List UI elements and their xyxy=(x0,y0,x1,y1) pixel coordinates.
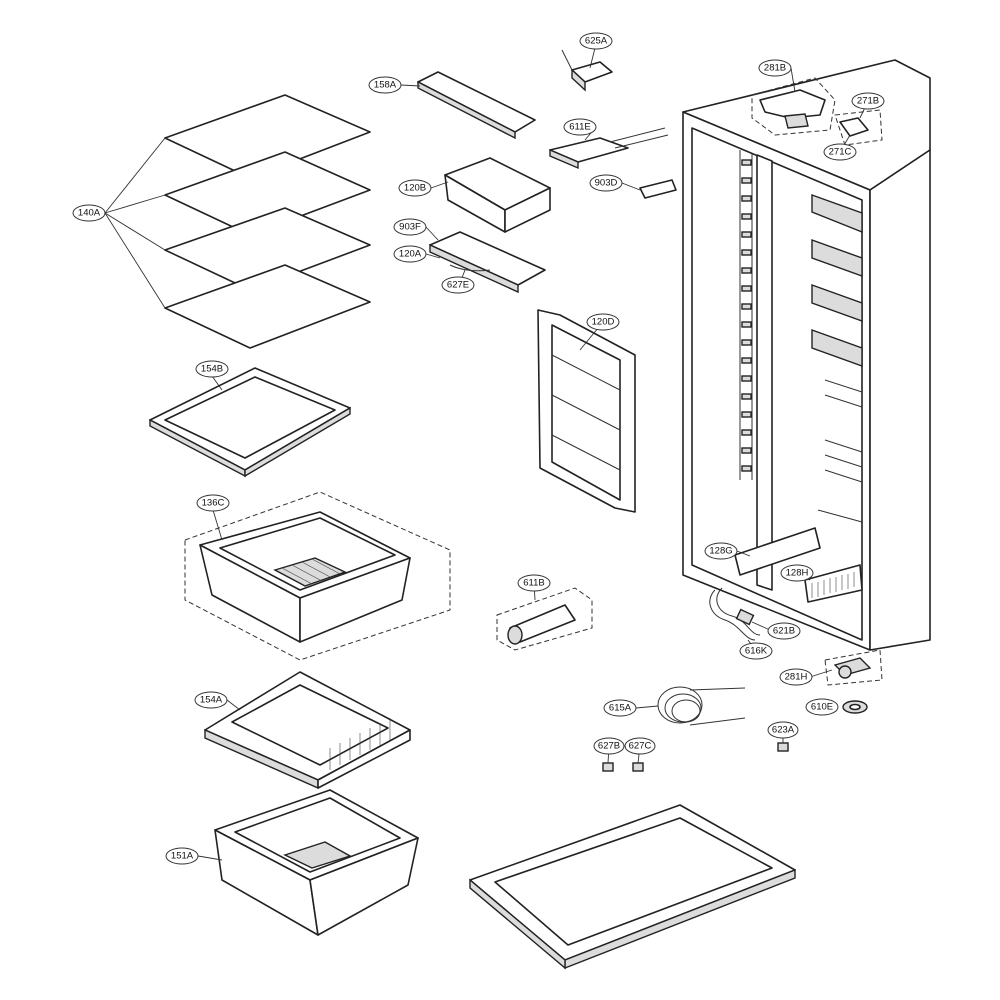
callout-154A-text: 154A xyxy=(200,695,223,706)
part-610E xyxy=(842,700,868,714)
callout-140A-text: 140A xyxy=(78,208,101,219)
callout-120D-text: 120D xyxy=(592,317,615,328)
part-120D xyxy=(537,309,636,513)
callout-154B: 154B xyxy=(195,360,229,378)
callout-136C-text: 136C xyxy=(202,498,225,509)
vegetable-drawer-151A xyxy=(214,789,419,936)
part-625A xyxy=(561,49,613,92)
callout-627E-text: 627E xyxy=(447,280,469,291)
callout-610E: 610E xyxy=(805,698,839,716)
part-611B xyxy=(496,587,593,651)
part-903D xyxy=(639,179,677,199)
callout-271B: 271B xyxy=(851,92,885,110)
callout-610E-text: 610E xyxy=(811,702,833,713)
callout-627C-text: 627C xyxy=(629,741,652,752)
callout-151A: 151A xyxy=(165,847,199,865)
callout-151A-text: 151A xyxy=(171,851,194,862)
drawer-cover-154A xyxy=(204,671,411,790)
refrigerator-cabinet xyxy=(682,59,931,686)
large-tray xyxy=(469,804,796,970)
part-611E xyxy=(549,127,669,170)
callout-611E-text: 611E xyxy=(569,122,590,133)
callout-627B-text: 627B xyxy=(598,741,620,752)
callout-616K-text: 616K xyxy=(745,646,768,657)
callout-158A: 158A xyxy=(368,76,402,94)
part-281B-body xyxy=(759,89,826,119)
callout-140A: 140A xyxy=(72,204,106,222)
callout-281B-text: 281B xyxy=(764,63,786,74)
callout-281H-text: 281H xyxy=(785,672,808,683)
crisper-drawer-136C xyxy=(184,491,451,661)
callout-623A-text: 623A xyxy=(772,725,795,736)
callout-120D: 120D xyxy=(586,313,620,331)
callout-154A: 154A xyxy=(194,691,228,709)
part-615A xyxy=(657,686,746,726)
callout-615A: 615A xyxy=(603,699,637,717)
callout-611E: 611E xyxy=(563,118,597,136)
part-271B-body xyxy=(839,117,869,137)
callout-903D-text: 903D xyxy=(595,178,618,189)
shelf-frame-154B xyxy=(149,367,351,478)
callout-281H: 281H xyxy=(779,668,813,686)
callout-154B-text: 154B xyxy=(201,364,223,375)
callout-271B-text: 271B xyxy=(857,96,879,107)
callout-623A: 623A xyxy=(767,721,799,739)
callout-271C-text: 271C xyxy=(829,147,852,158)
callout-621B-text: 621B xyxy=(773,626,795,637)
callout-136C: 136C xyxy=(196,494,230,512)
callout-120B-text: 120B xyxy=(404,183,426,194)
callout-611B: 611B xyxy=(517,574,551,592)
clip-627B xyxy=(602,762,614,772)
callout-616K: 616K xyxy=(739,642,773,660)
callout-120A-text: 120A xyxy=(399,249,422,260)
clip-627C xyxy=(632,762,644,772)
glass-shelves-140A xyxy=(104,94,371,349)
callout-120A: 120A xyxy=(393,245,427,263)
freezer-rail-slots xyxy=(741,159,752,472)
callout-903D: 903D xyxy=(589,174,623,192)
callout-625A: 625A xyxy=(579,32,613,50)
callout-615A-text: 615A xyxy=(609,703,632,714)
callout-627E: 627E xyxy=(441,276,475,294)
callout-128H: 128H xyxy=(780,564,814,582)
part-120B xyxy=(444,157,551,233)
callout-158A-text: 158A xyxy=(374,80,397,91)
drawer-rail-left xyxy=(734,527,821,576)
callout-903F-text: 903F xyxy=(399,222,421,233)
callout-625A-text: 625A xyxy=(585,36,608,47)
callout-611B-text: 611B xyxy=(523,578,544,589)
callout-627C: 627C xyxy=(624,737,656,755)
part-120A xyxy=(429,231,546,294)
callout-271C: 271C xyxy=(823,143,857,161)
callout-903F: 903F xyxy=(393,218,427,236)
clip-623A xyxy=(777,742,789,752)
callout-128H-text: 128H xyxy=(786,568,809,579)
callout-627B: 627B xyxy=(593,737,625,755)
callout-281B: 281B xyxy=(758,59,792,77)
callout-120B: 120B xyxy=(398,179,432,197)
callout-621B: 621B xyxy=(767,622,801,640)
fridge-shelf-rails xyxy=(811,194,863,523)
cover-158A xyxy=(417,71,536,140)
callout-128G-text: 128G xyxy=(709,546,732,557)
callout-128G: 128G xyxy=(704,542,738,560)
